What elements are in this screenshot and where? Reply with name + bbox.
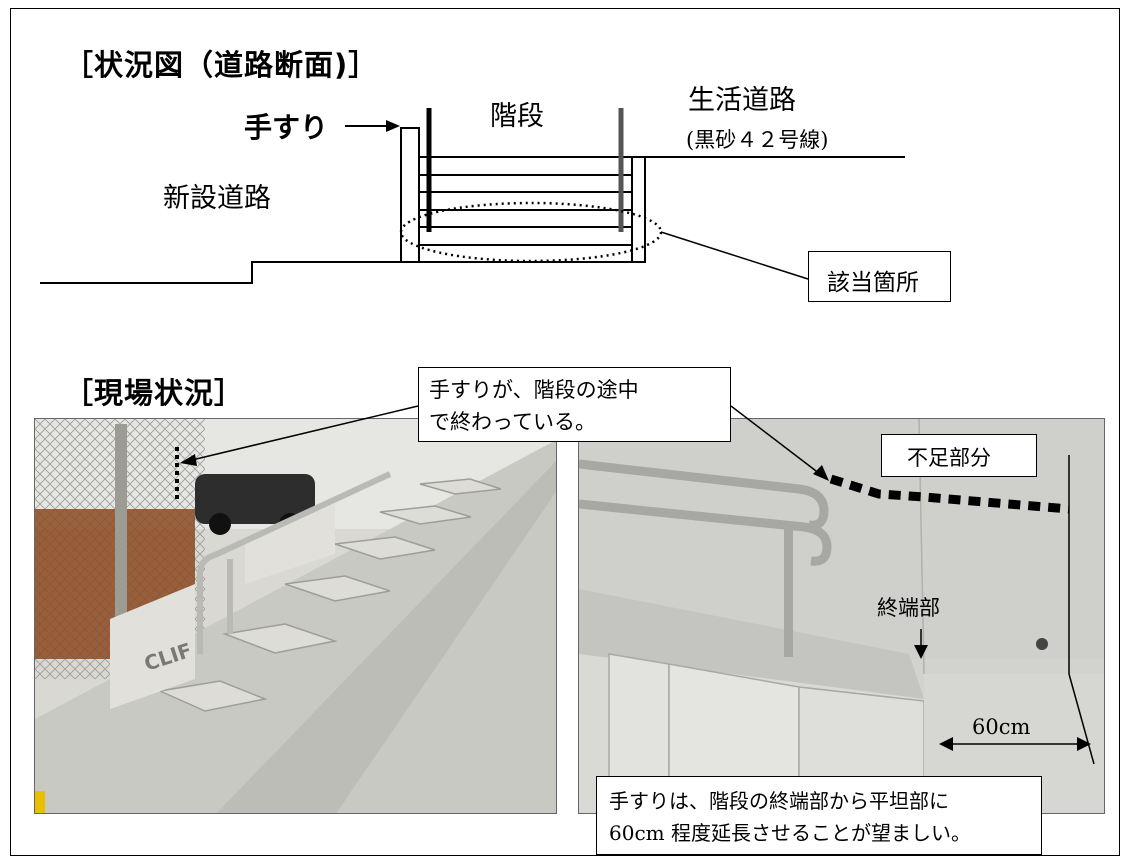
location-label: 該当箇所	[827, 270, 919, 296]
new-road-ground-line	[40, 261, 420, 284]
bottom-callout-box: 手すりは、階段の終端部から平坦部に 60cm 程度延長させることが望ましい。	[596, 776, 1042, 855]
bottom-callout-line-1: 手すりは、階段の終端部から平坦部に	[609, 789, 949, 813]
callout-arrow-left-head	[180, 454, 197, 466]
stairs-label: 階段	[490, 101, 544, 132]
top-callout-line-2: で終わっている。	[429, 410, 596, 434]
top-callout-box: 手すりが、階段の途中 で終わっている。	[418, 367, 731, 442]
affected-area-leader	[660, 231, 809, 280]
location-label-box: 該当箇所	[808, 251, 951, 302]
bottom-callout-line-2: 60cm 程度延長させることが望ましい。	[609, 821, 971, 845]
shortage-label-box: 不足部分	[881, 434, 1037, 477]
right-site-photo	[578, 418, 1105, 814]
handrail-arrow-head	[386, 120, 400, 132]
road-line-label: (黒砂４２号線)	[686, 128, 829, 152]
callout-arrow-left	[191, 405, 419, 461]
end-label: 終端部	[877, 596, 940, 620]
living-road-label: 生活道路	[688, 85, 796, 116]
page-frame	[10, 8, 1120, 856]
callout-arrow-right	[730, 405, 821, 475]
shortage-label: 不足部分	[907, 446, 991, 470]
site-heading: ［現場状況］	[64, 376, 245, 410]
distance-label: 60cm	[972, 715, 1031, 739]
new-road-label: 新設道路	[163, 183, 271, 214]
diagram-heading: ［状況図（道路断面)］	[64, 48, 379, 82]
left-site-photo: CLIF	[34, 418, 557, 814]
callout-arrow-right-head	[813, 465, 829, 481]
handrail-label: 手すり	[244, 111, 329, 144]
top-callout-line-1: 手すりが、階段の途中	[429, 378, 639, 402]
